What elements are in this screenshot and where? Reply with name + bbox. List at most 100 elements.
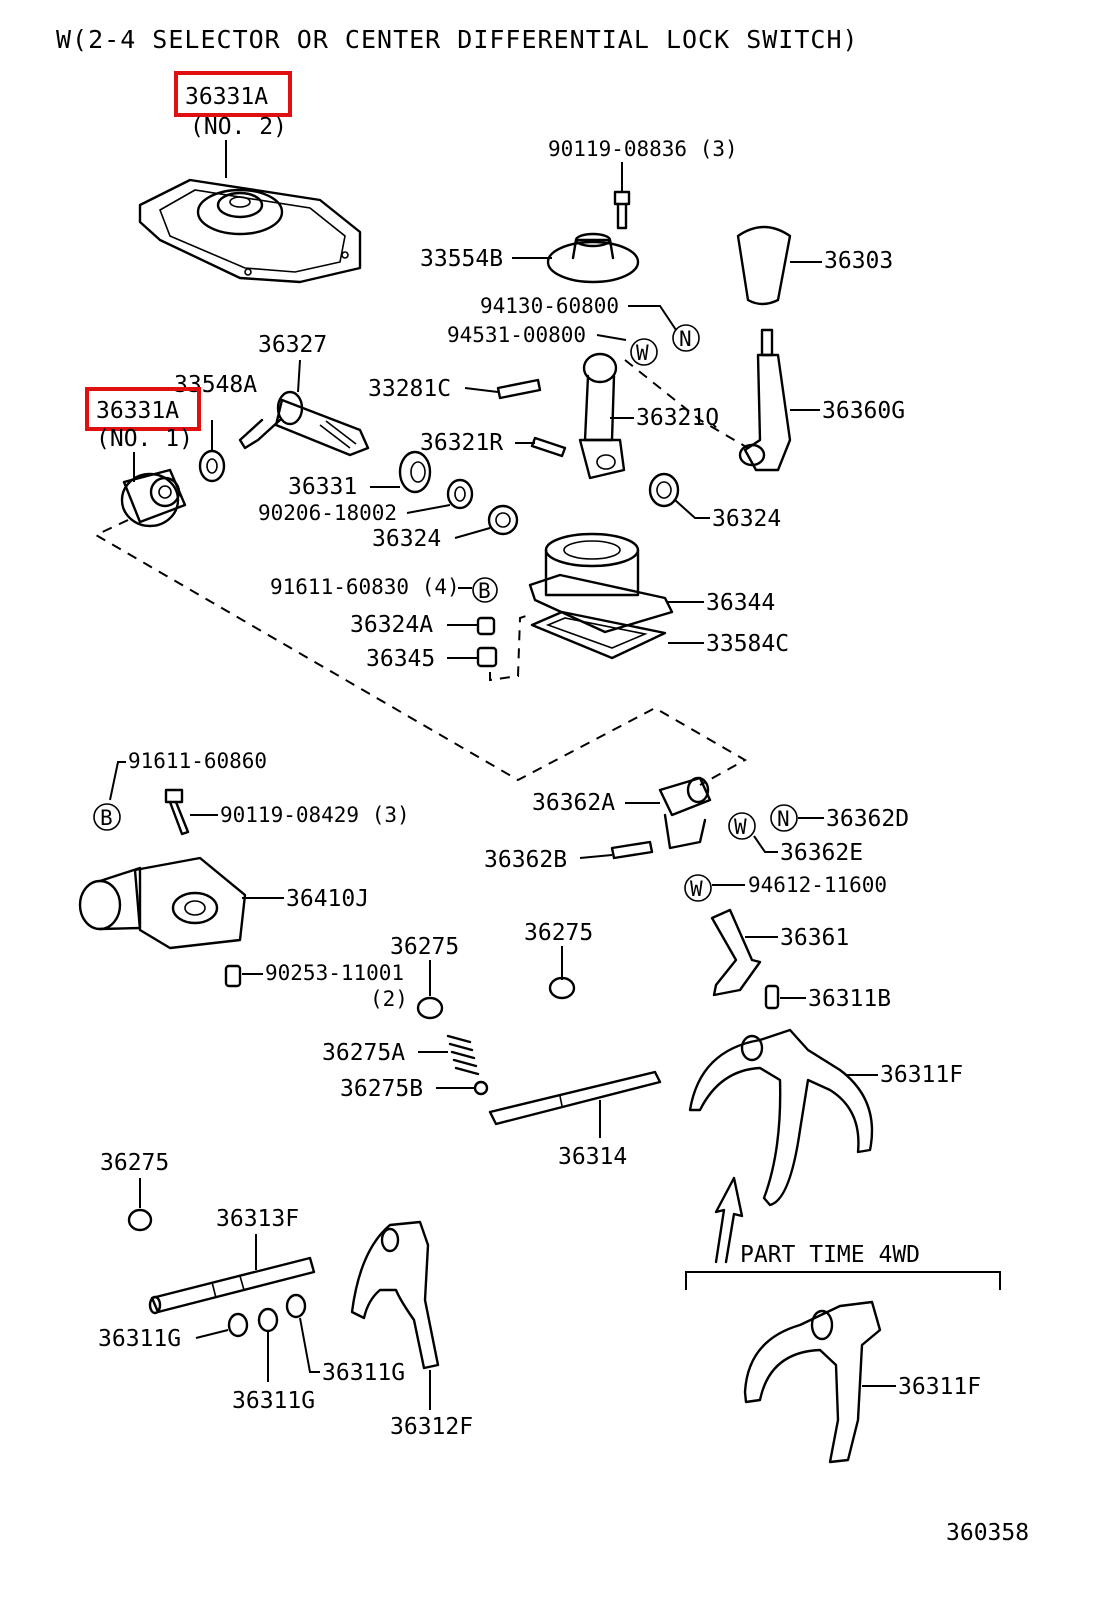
label-94612-11600[interactable]: 94612-11600: [748, 873, 887, 897]
label-36361[interactable]: 36361: [780, 925, 849, 951]
ball-36275B: [473, 1080, 489, 1096]
leader-36362E: [753, 835, 778, 853]
label-94531-00800[interactable]: 94531-00800: [447, 323, 586, 347]
label-36321R[interactable]: 36321R: [420, 430, 503, 456]
label-36331[interactable]: 36331: [288, 474, 357, 500]
label-36362E[interactable]: 36362E: [780, 840, 863, 866]
figure-number: 360358: [946, 1520, 1029, 1546]
shift-shaft-36327: [238, 390, 370, 457]
label-33584C[interactable]: 33584C: [706, 631, 789, 657]
leader-90206: [406, 504, 451, 514]
seal-36324-a: [487, 504, 519, 536]
dashed-36345: [489, 613, 533, 682]
shift-lever-boot-no2: [138, 140, 362, 284]
leader-94531: [596, 334, 627, 341]
label-36324A[interactable]: 36324A: [350, 612, 433, 638]
symbol-n-2-text: N: [777, 807, 790, 831]
symbol-b-1: [472, 577, 498, 603]
label-36303[interactable]: 36303: [824, 248, 893, 274]
spring-36275A: [446, 1034, 480, 1076]
seal-36324-b: [648, 472, 680, 508]
label-36321Q[interactable]: 36321Q: [636, 405, 719, 431]
shift-rod-36313F: [148, 1256, 316, 1315]
symbol-w-2: [728, 812, 756, 840]
symbol-n-1-text: N: [679, 327, 692, 351]
bolt-90119-08836: [613, 162, 631, 230]
housing-36344: [528, 532, 674, 634]
plug-36275-a: [416, 996, 444, 1020]
label-36311F-a[interactable]: 36311F: [880, 1062, 963, 1088]
retainer-33554B: [546, 232, 640, 284]
label-36360G[interactable]: 36360G: [822, 398, 905, 424]
label-36345[interactable]: 36345: [366, 646, 435, 672]
clip-36311G-a: [227, 1312, 249, 1338]
label-36344[interactable]: 36344: [706, 590, 775, 616]
label-qty-2: (2): [370, 987, 408, 1011]
label-no1: (NO. 1): [96, 426, 193, 452]
leader-36362B: [579, 854, 613, 859]
label-part-time-4wd: PART TIME 4WD: [740, 1242, 920, 1268]
label-91611-60830[interactable]: 91611-60830 (4): [270, 575, 460, 599]
label-33281C[interactable]: 33281C: [368, 376, 451, 402]
label-36275-b[interactable]: 36275: [524, 920, 593, 946]
symbol-b-2: [93, 803, 121, 831]
seal-33548A: [198, 449, 226, 483]
symbol-w-1: [630, 338, 658, 366]
label-36311G-c[interactable]: 36311G: [322, 1360, 405, 1386]
label-36331A-no2[interactable]: 36331A: [185, 84, 268, 110]
label-36275A[interactable]: 36275A: [322, 1040, 405, 1066]
label-36410J[interactable]: 36410J: [286, 886, 369, 912]
clip-36311G-c: [285, 1293, 307, 1319]
pin-33281C: [496, 378, 542, 400]
symbol-b-2-text: B: [100, 806, 113, 830]
label-90206-18002[interactable]: 90206-18002: [258, 501, 397, 525]
label-36324-a[interactable]: 36324: [372, 526, 441, 552]
label-36311B[interactable]: 36311B: [808, 986, 891, 1012]
label-91611-60860[interactable]: 91611-60860: [128, 749, 267, 773]
plug-36324A: [476, 616, 496, 636]
symbol-w-3: [684, 874, 712, 902]
label-36362D[interactable]: 36362D: [826, 806, 909, 832]
bushing-36331: [398, 450, 432, 494]
label-94130-60800[interactable]: 94130-60800: [480, 294, 619, 318]
shift-fork-36311F-b: [743, 1300, 882, 1464]
actuator-36410J: [78, 856, 247, 950]
label-36324-b[interactable]: 36324: [712, 506, 781, 532]
label-36275B[interactable]: 36275B: [340, 1076, 423, 1102]
leader-36311G-a: [195, 1329, 229, 1339]
label-90119-08429[interactable]: 90119-08429 (3): [220, 803, 410, 827]
label-36362B[interactable]: 36362B: [484, 847, 567, 873]
label-36312F[interactable]: 36312F: [390, 1414, 473, 1440]
bolt-90119-08429: [164, 788, 190, 836]
leader-36327: [297, 359, 301, 393]
gasket-33584C: [530, 610, 667, 660]
symbol-n-2: [770, 804, 798, 832]
label-36311G-b[interactable]: 36311G: [232, 1388, 315, 1414]
label-36327[interactable]: 36327: [258, 332, 327, 358]
symbol-w-1-text: W: [636, 341, 649, 365]
pin-90253-11001: [224, 964, 242, 988]
label-36331A-no1[interactable]: 36331A: [96, 398, 179, 424]
label-36314[interactable]: 36314: [558, 1144, 627, 1170]
highlight-36331A-no1: [85, 387, 201, 431]
label-90119-08836[interactable]: 90119-08836 (3): [548, 137, 738, 161]
label-no2: (NO. 2): [190, 114, 287, 140]
shift-fork-36312F: [350, 1220, 440, 1370]
shift-knob-36303: [736, 225, 792, 306]
leader-36324-a: [454, 527, 491, 539]
label-33554B[interactable]: 33554B: [420, 246, 503, 272]
label-36313F[interactable]: 36313F: [216, 1206, 299, 1232]
label-36275-a[interactable]: 36275: [390, 934, 459, 960]
pin-36361: [710, 908, 762, 997]
label-90253-11001[interactable]: 90253-11001: [265, 961, 404, 985]
label-36362A[interactable]: 36362A: [532, 790, 615, 816]
arrow-up: [714, 1176, 744, 1264]
label-36311G-a[interactable]: 36311G: [98, 1326, 181, 1352]
shift-arm-36321Q: [578, 352, 626, 480]
label-33548A[interactable]: 33548A: [174, 372, 257, 398]
label-36311F-b[interactable]: 36311F: [898, 1374, 981, 1400]
shift-lever-36360G: [738, 328, 792, 472]
symbol-n-1: [672, 324, 700, 352]
label-36275-c[interactable]: 36275: [100, 1150, 169, 1176]
